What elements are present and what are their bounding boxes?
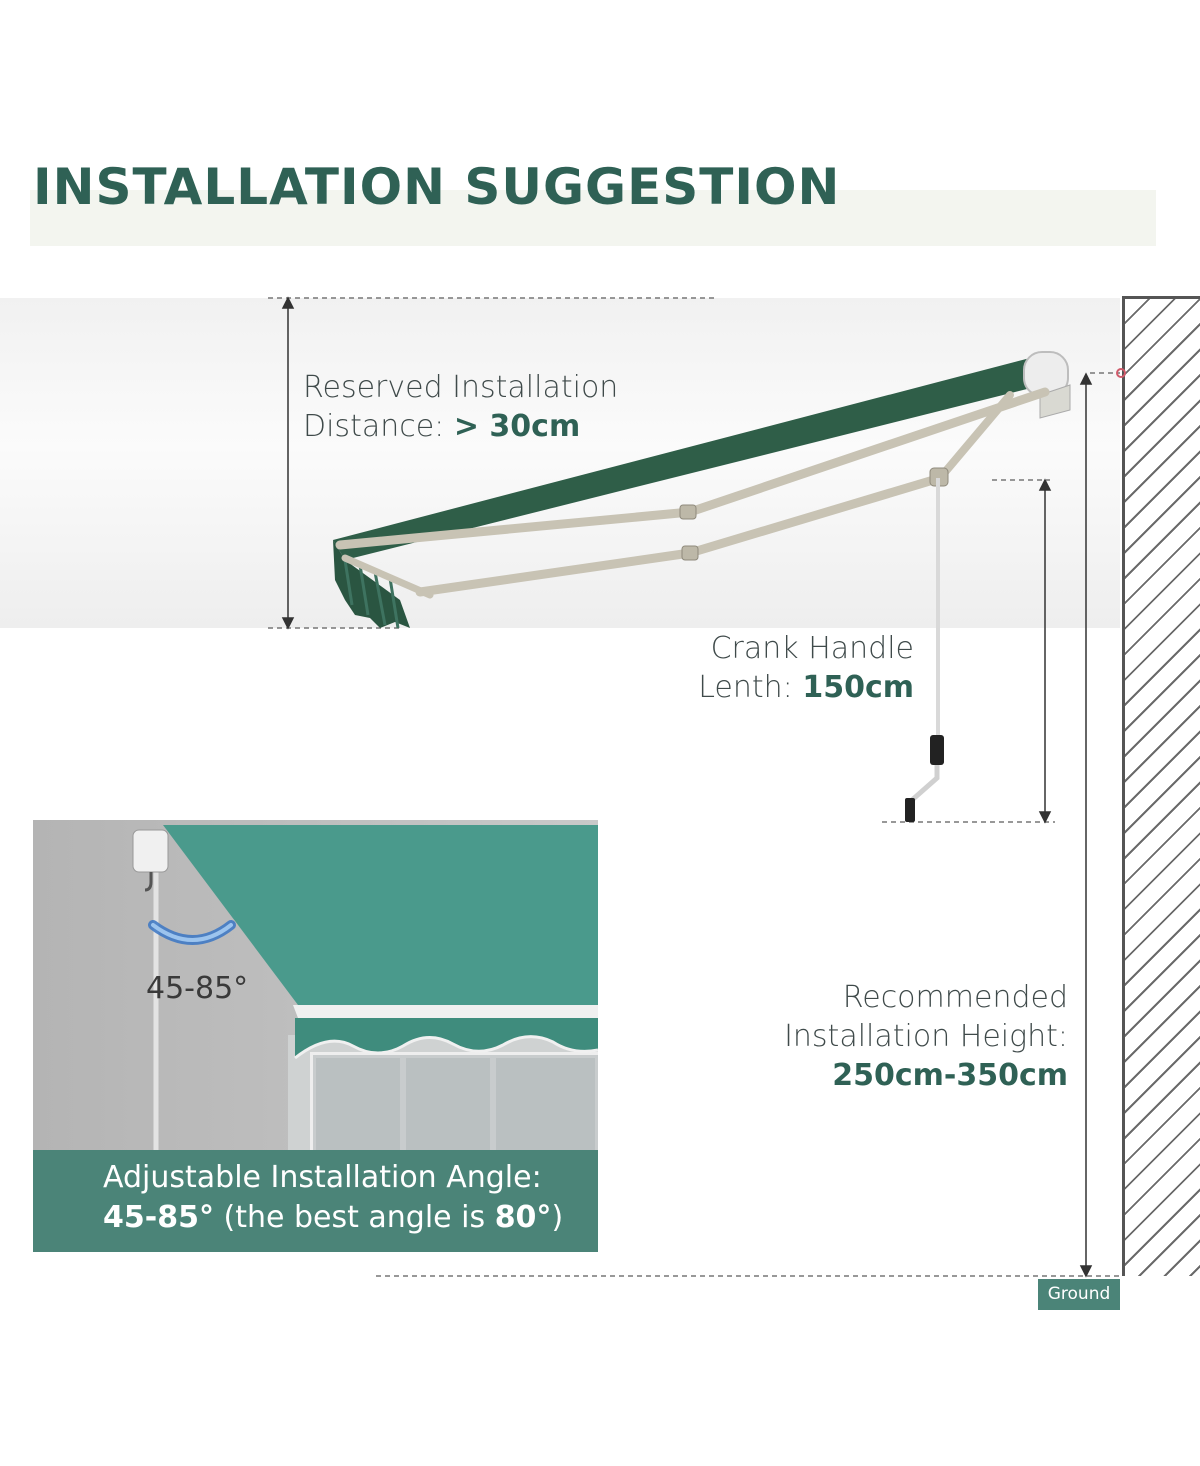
installation-height-line2: Installation Height: [784, 1019, 1068, 1054]
crank-handle-value: 150cm [802, 670, 914, 705]
inset-caption-best: 80° [494, 1200, 552, 1235]
installation-height-value-line: 250cm-350cm [700, 1056, 1068, 1095]
page-title: INSTALLATION SUGGESTION [33, 158, 841, 216]
installation-height-value: 250cm-350cm [832, 1058, 1068, 1093]
crank-length-arrow [1038, 478, 1052, 824]
awning-fringe [343, 559, 400, 629]
folding-arms [335, 387, 1050, 599]
reserved-distance-arrow [281, 296, 295, 630]
installation-height-label: Recommended Installation Height: 250cm-3… [700, 978, 1068, 1095]
inset-caption-band [33, 1150, 598, 1252]
installation-height-line1: Recommended [842, 980, 1068, 1015]
reserved-distance-line1: Reserved Installation [303, 370, 619, 405]
inset-caption-line1: Adjustable Installation Angle: [103, 1160, 542, 1195]
awning-valance [333, 540, 410, 628]
crank-handle [905, 478, 944, 822]
awning-canopy [333, 358, 1055, 560]
installation-height-arrow [1079, 372, 1093, 1278]
arm-joints [679, 467, 949, 561]
ground-label: Ground [1038, 1279, 1120, 1310]
crank-handle-line1: Crank Handle [710, 631, 914, 666]
mounting-point-marker [1116, 368, 1126, 378]
reserved-distance-value: > 30cm [453, 409, 581, 444]
reserved-distance-line2: Distance: > 30cm [303, 409, 581, 444]
title-underline-band [30, 190, 1156, 246]
angle-range-badge: 45-85° [146, 971, 249, 1006]
inset-caption-range: 45-85° [103, 1200, 214, 1235]
crank-handle-label: Crank Handle Lenth: 150cm [600, 629, 914, 707]
crank-handle-line2: Lenth: 150cm [698, 670, 914, 705]
inset-caption-line2: 45-85° (the best angle is 80°) [103, 1200, 564, 1235]
reserved-distance-label: Reserved Installation Distance: > 30cm [303, 368, 618, 446]
wall-hatched [1122, 296, 1200, 1276]
